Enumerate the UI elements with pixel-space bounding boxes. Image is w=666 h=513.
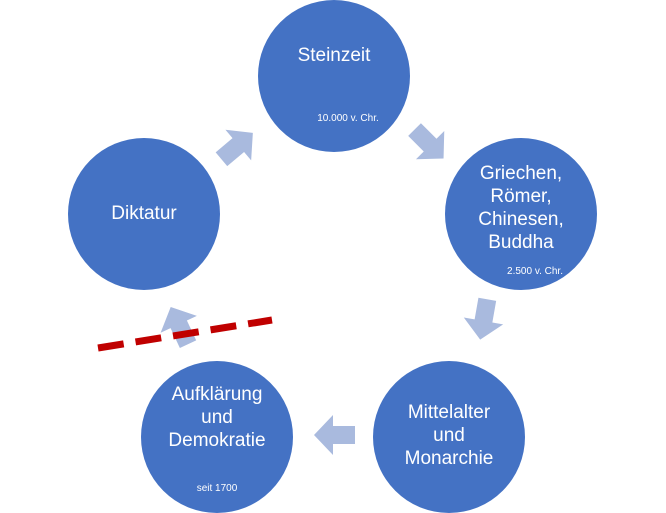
node-aufklaerung-und-demokratie: Aufklärung und Demokratie seit 1700 — [141, 361, 293, 513]
arrow-griechen-to-mittelalter — [463, 297, 504, 340]
arrow-diktatur-to-steinzeit — [215, 129, 253, 167]
node-date: 10.000 v. Chr. — [317, 113, 379, 124]
node-griechen-roemer-chinesen-buddha: Griechen, Römer, Chinesen, Buddha 2.500 … — [445, 138, 597, 290]
node-date: 2.500 v. Chr. — [507, 266, 563, 277]
arrow-aufklaerung-to-diktatur — [160, 307, 197, 349]
node-date: seit 1700 — [196, 483, 238, 494]
barrier-dashed-line — [97, 316, 273, 352]
arrow-steinzeit-to-griechen — [408, 123, 445, 160]
node-title: Mittelalter und Monarchie — [404, 402, 494, 469]
node-mittelalter-und-monarchie: Mittelalter und Monarchie — [373, 361, 525, 513]
node-title: Steinzeit — [297, 45, 371, 66]
arrow-mittelalter-to-aufklaerung — [314, 415, 355, 455]
node-diktatur: Diktatur — [68, 138, 220, 290]
node-title: Diktatur — [111, 203, 177, 224]
node-steinzeit: Steinzeit 10.000 v. Chr. — [258, 0, 410, 152]
node-title: Griechen, Römer, Chinesen, Buddha — [478, 163, 564, 253]
node-title: Aufklärung und Demokratie — [168, 384, 266, 451]
